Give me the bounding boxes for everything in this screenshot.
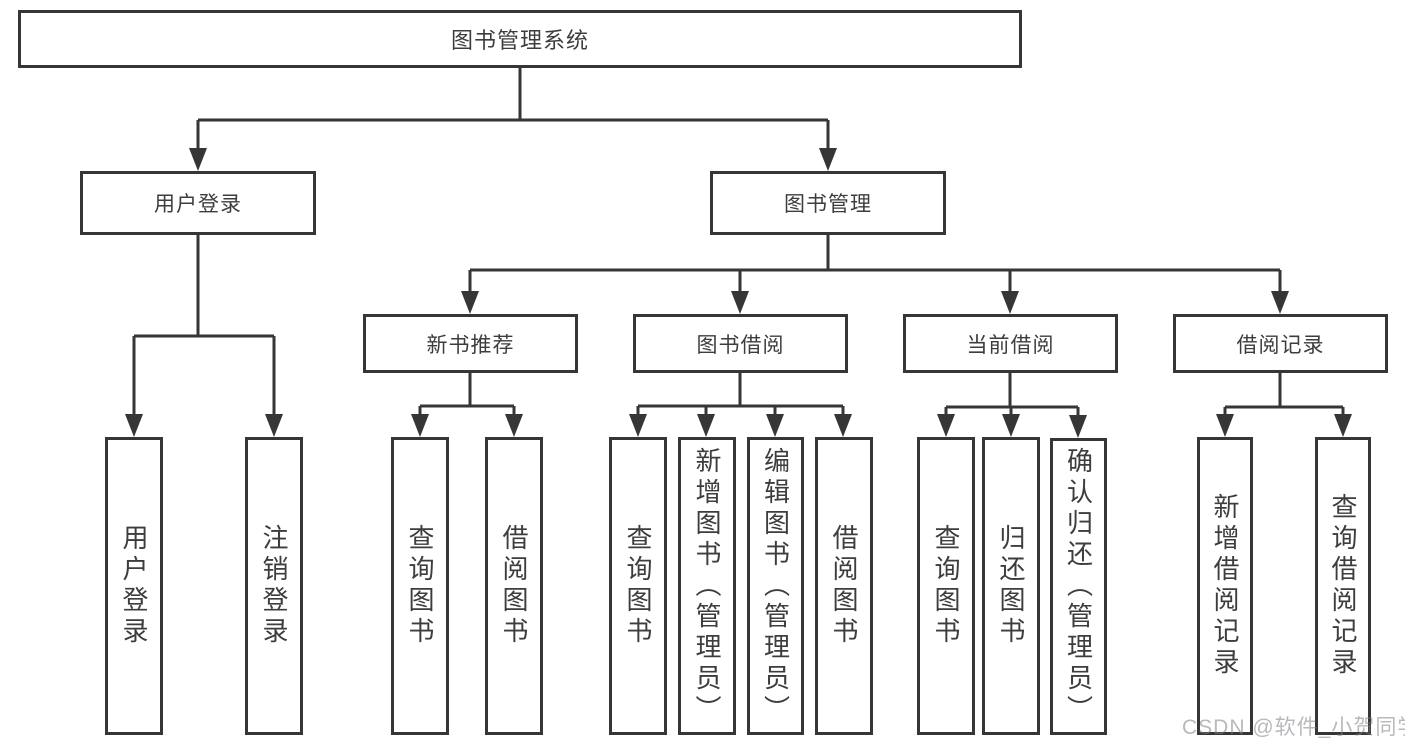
node-user-login: 用户登录: [80, 171, 316, 235]
leaf-bb-add-books-admin: 新增图书（管理员）: [678, 437, 736, 735]
leaf-cb-query-books: 查询图书: [917, 437, 975, 735]
leaf-cb-return-books: 归还图书: [982, 437, 1040, 735]
leaf-bb-borrow-books: 借阅图书: [815, 437, 873, 735]
leaf-bb-edit-books-admin: 编辑图书（管理员）: [747, 437, 804, 735]
leaf-nb-query-books: 查询图书: [391, 437, 449, 735]
leaf-cb-confirm-return-admin: 确认归还（管理员）: [1050, 438, 1107, 735]
leaf-br-add-record: 新增借阅记录: [1197, 437, 1253, 735]
node-root: 图书管理系统: [18, 10, 1022, 68]
leaf-br-query-record: 查询借阅记录: [1315, 437, 1371, 735]
watermark: CSDN @软件_小贺同学: [1182, 716, 1405, 739]
node-current-borrow: 当前借阅: [903, 314, 1118, 373]
node-new-book-recommend: 新书推荐: [363, 314, 578, 373]
node-borrow-records: 借阅记录: [1173, 314, 1388, 373]
leaf-logout: 注销登录: [245, 437, 303, 735]
leaf-user-login: 用户登录: [105, 437, 163, 735]
node-book-management: 图书管理: [710, 171, 946, 235]
leaf-bb-query-books: 查询图书: [609, 437, 667, 735]
leaf-nb-borrow-books: 借阅图书: [485, 437, 543, 735]
node-book-borrow: 图书借阅: [633, 314, 848, 373]
